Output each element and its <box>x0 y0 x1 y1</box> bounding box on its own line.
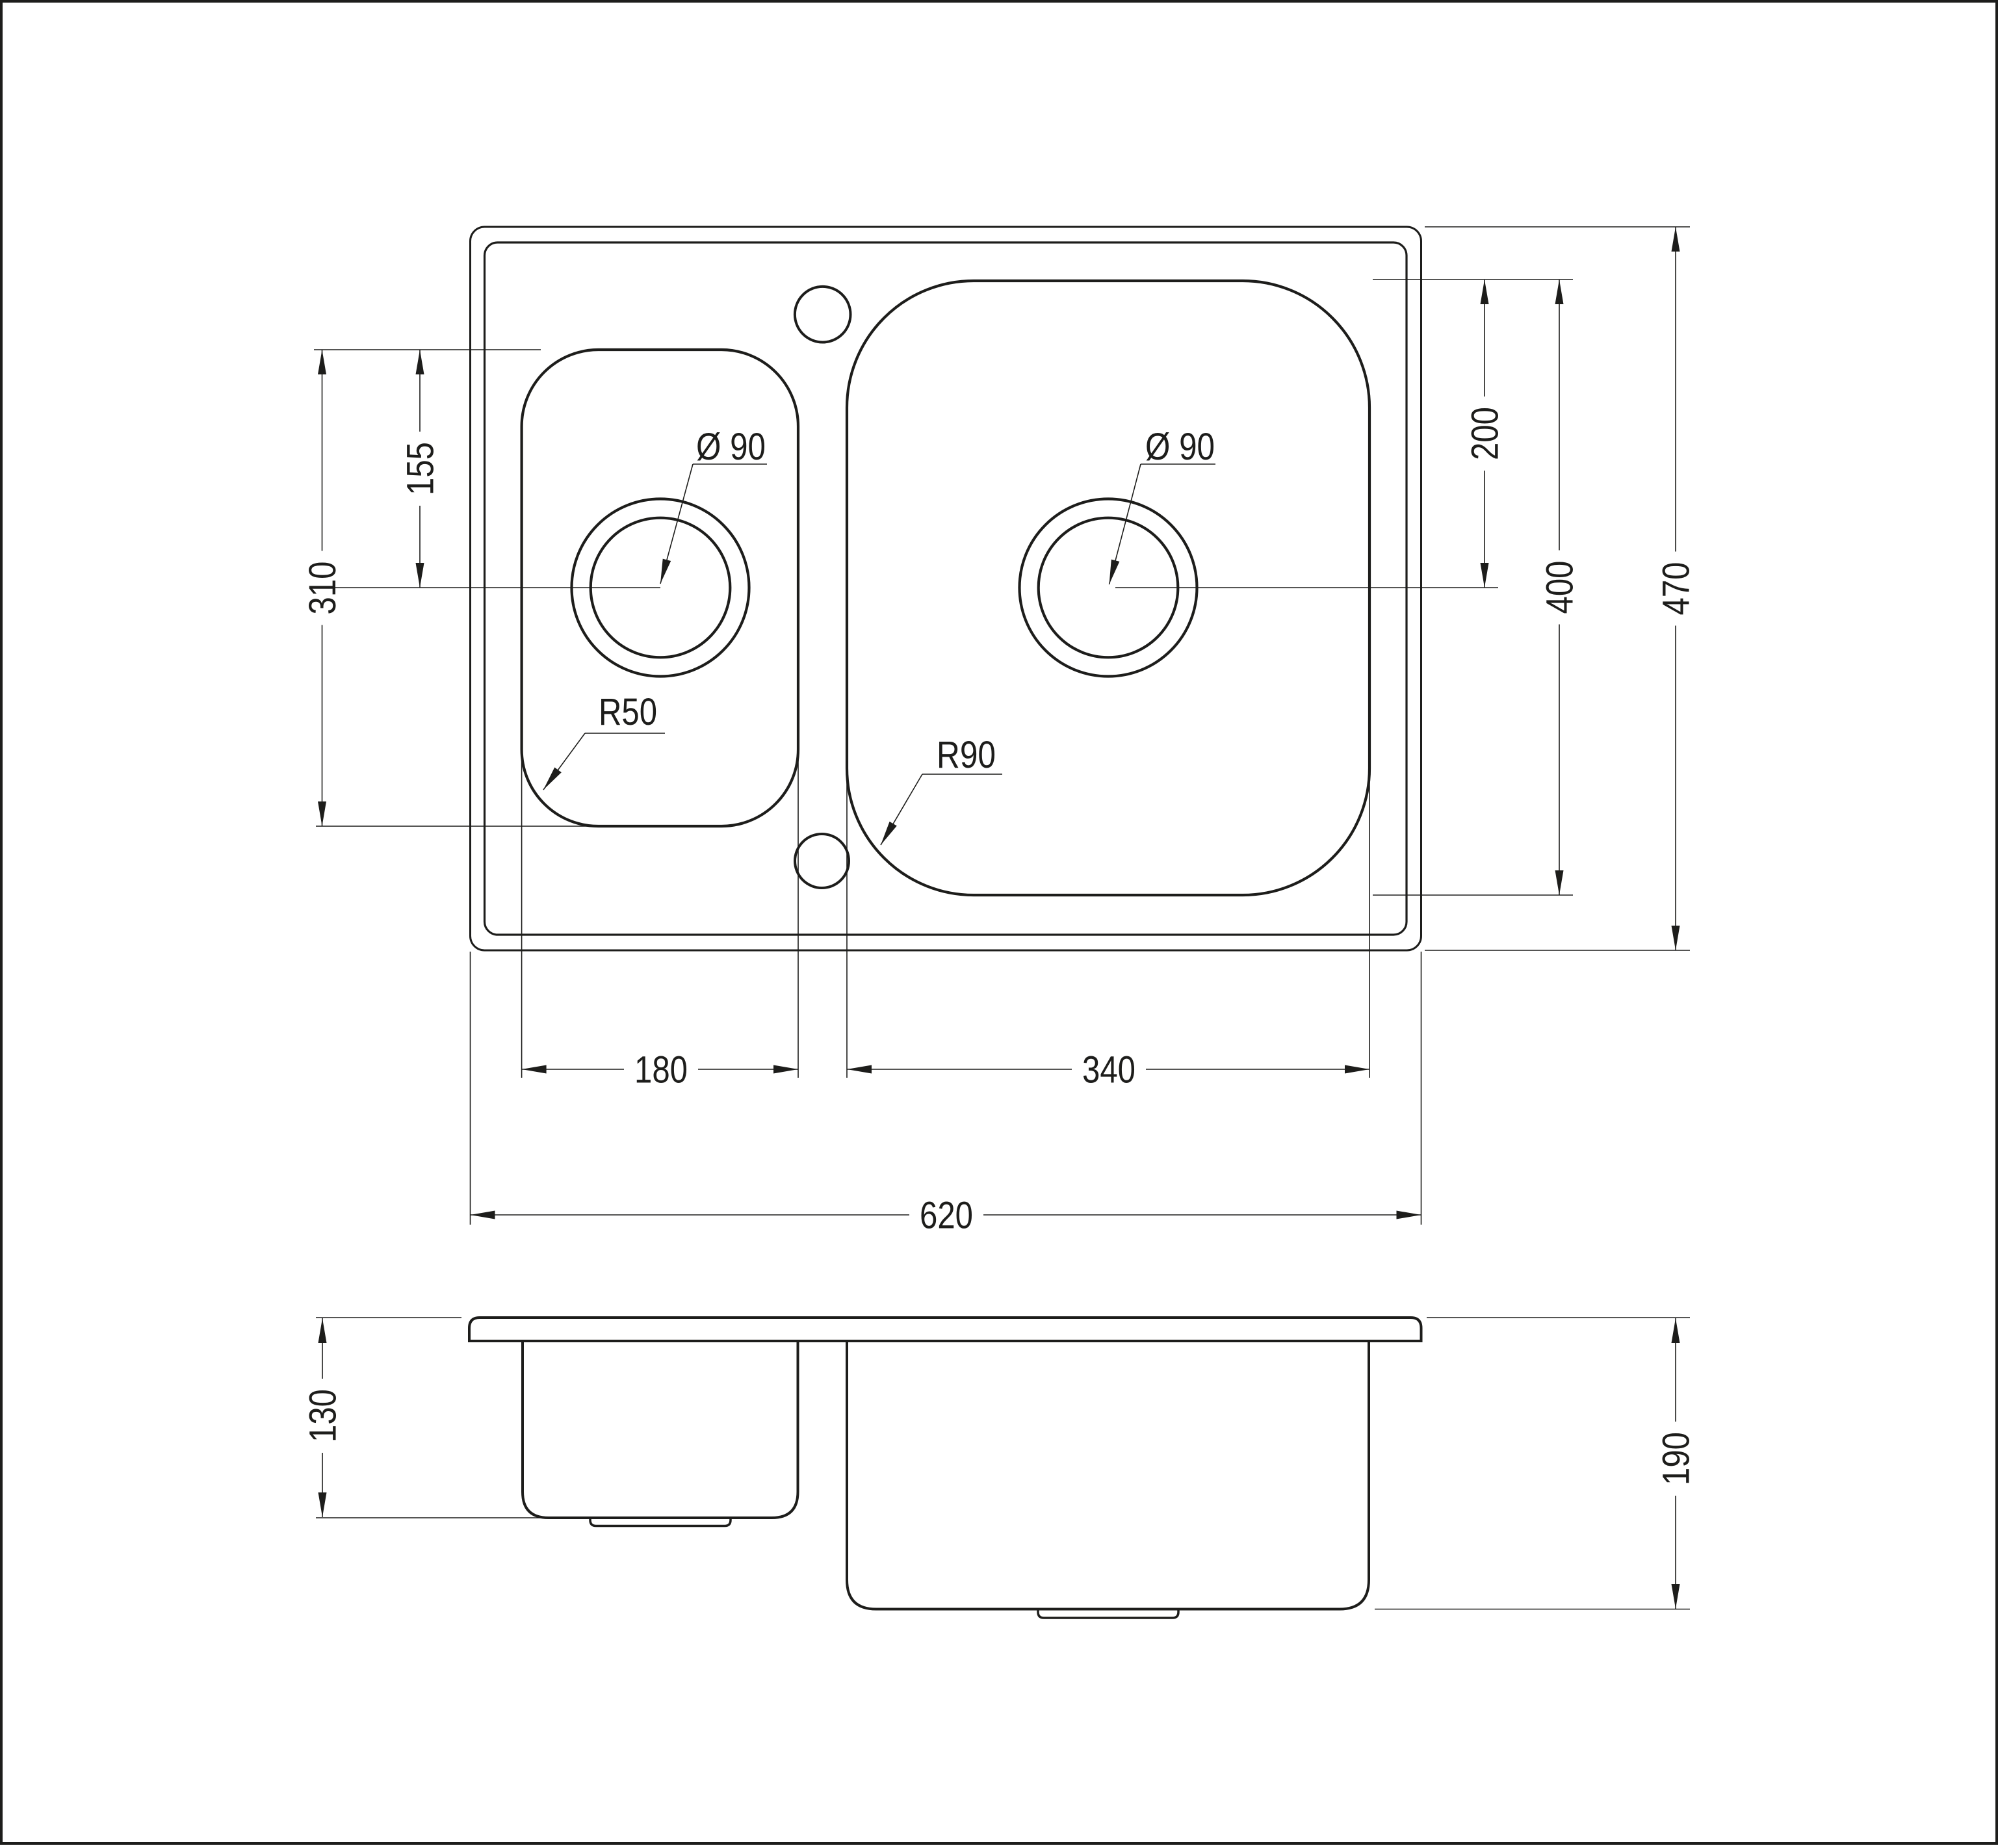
svg-text:R90: R90 <box>937 734 996 776</box>
svg-text:180: 180 <box>634 1048 688 1091</box>
svg-text:620: 620 <box>920 1194 973 1236</box>
svg-text:Ø 90: Ø 90 <box>696 426 766 468</box>
svg-text:340: 340 <box>1082 1048 1135 1091</box>
svg-text:Ø 90: Ø 90 <box>1145 426 1215 468</box>
svg-text:155: 155 <box>399 442 441 495</box>
svg-text:470: 470 <box>1655 562 1697 616</box>
svg-text:130: 130 <box>302 1389 344 1442</box>
svg-text:R50: R50 <box>599 691 657 733</box>
svg-text:400: 400 <box>1538 561 1581 614</box>
svg-text:310: 310 <box>302 562 344 615</box>
svg-text:200: 200 <box>1464 407 1506 460</box>
svg-text:190: 190 <box>1655 1432 1697 1485</box>
